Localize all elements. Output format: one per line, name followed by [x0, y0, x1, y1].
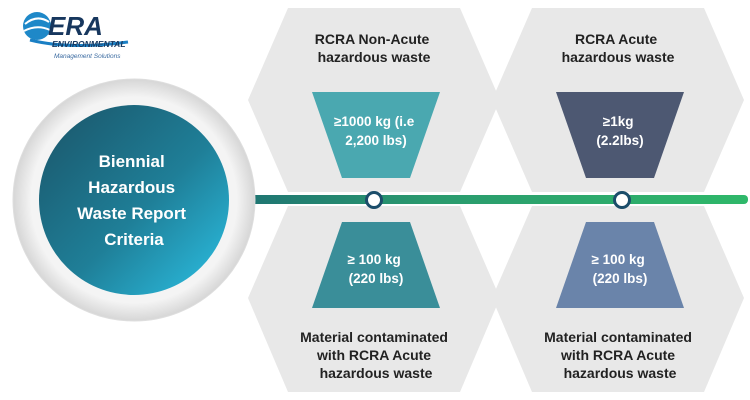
logo-name: ERA	[48, 11, 103, 41]
category-title-non-acute: RCRA Non-Acute hazardous waste	[315, 31, 433, 65]
threshold-contaminated-left: ≥ 100 kg (220 lbs)	[348, 252, 405, 286]
category-desc-line: with RCRA Acute	[316, 347, 431, 363]
threshold-line: ≥ 100 kg	[348, 252, 401, 267]
value-shape-bottom-right	[556, 222, 684, 308]
timeline-bar	[220, 195, 748, 204]
category-title-acute: RCRA Acute hazardous waste	[562, 31, 675, 65]
value-shape-bottom-left	[312, 222, 440, 308]
center-circle	[39, 105, 229, 295]
category-desc-line: Material contaminated	[300, 329, 448, 345]
category-desc-line: Material contaminated	[544, 329, 692, 345]
threshold-line: ≥1kg	[603, 114, 634, 129]
globe-icon	[23, 12, 51, 40]
category-title-line: RCRA Non-Acute	[315, 31, 430, 47]
center-title-line: Waste Report	[77, 204, 186, 223]
category-title-line: RCRA Acute	[575, 31, 657, 47]
value-shape-top-right	[556, 92, 684, 178]
era-logo: ERA ENVIRONMENTAL Management Solutions	[23, 11, 129, 60]
threshold-non-acute: ≥1000 kg (i.e 2,200 lbs)	[334, 114, 418, 148]
threshold-acute: ≥1kg (2.2lbs)	[596, 114, 643, 148]
timeline-node-right	[613, 191, 631, 209]
threshold-line: (2.2lbs)	[596, 133, 643, 148]
threshold-contaminated-right: ≥ 100 kg (220 lbs)	[592, 252, 649, 286]
logo-line2: Management Solutions	[54, 53, 121, 60]
threshold-line: ≥1000 kg (i.e	[334, 114, 415, 129]
center-title-line: Biennial	[99, 152, 165, 171]
center-title-line: Hazardous	[88, 178, 175, 197]
category-title-line: hazardous waste	[318, 49, 431, 65]
threshold-line: (220 lbs)	[593, 271, 648, 286]
threshold-line: 2,200 lbs)	[345, 133, 407, 148]
category-desc-line: hazardous waste	[320, 365, 433, 381]
category-title-line: hazardous waste	[562, 49, 675, 65]
timeline-node-left	[365, 191, 383, 209]
value-shape-top-left	[312, 92, 440, 178]
category-desc-line: hazardous waste	[564, 365, 677, 381]
threshold-line: (220 lbs)	[349, 271, 404, 286]
center-title: Biennial Hazardous Waste Report Criteria	[77, 152, 191, 249]
category-desc-right: Material contaminated with RCRA Acute ha…	[544, 329, 696, 381]
threshold-line: ≥ 100 kg	[592, 252, 645, 267]
logo-line1: ENVIRONMENTAL	[52, 39, 126, 49]
category-desc-left: Material contaminated with RCRA Acute ha…	[300, 329, 452, 381]
category-desc-line: with RCRA Acute	[560, 347, 675, 363]
center-title-line: Criteria	[104, 230, 164, 249]
